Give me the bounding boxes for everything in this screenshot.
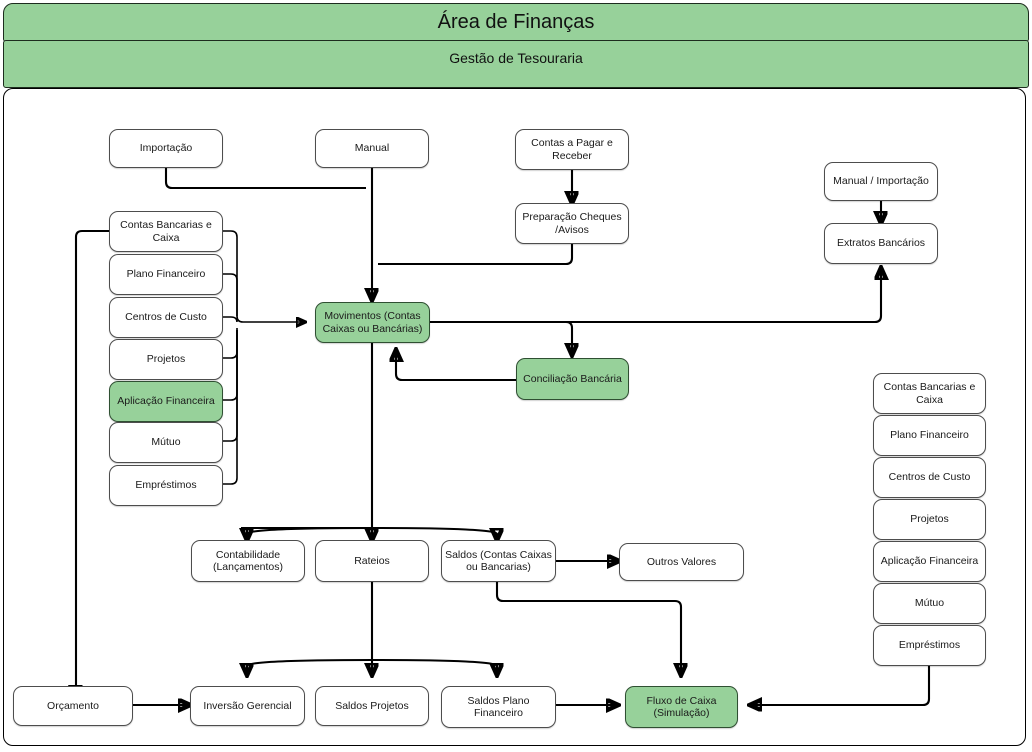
- node-orcamento[interactable]: Orçamento: [13, 686, 133, 726]
- right-item-5[interactable]: Mútuo: [873, 583, 986, 624]
- right-item-0[interactable]: Contas Bancarias e Caixa: [873, 373, 986, 414]
- left-item-1[interactable]: Plano Financeiro: [109, 254, 223, 295]
- left-item-5[interactable]: Mútuo: [109, 422, 223, 463]
- right-item-1[interactable]: Plano Financeiro: [873, 415, 986, 456]
- node-contabilidade-lancamentos[interactable]: Contabilidade (Lançamentos): [191, 540, 305, 582]
- right-item-6[interactable]: Empréstimos: [873, 625, 986, 666]
- page-title: Área de Finanças: [3, 3, 1029, 42]
- node-importacao[interactable]: Importação: [109, 129, 223, 168]
- left-item-2[interactable]: Centros de Custo: [109, 297, 223, 338]
- left-item-4[interactable]: Aplicação Financeira: [109, 381, 223, 422]
- right-item-2[interactable]: Centros de Custo: [873, 457, 986, 498]
- node-movimentos[interactable]: Movimentos (Contas Caixas ou Bancárias): [315, 302, 430, 343]
- node-saldos-projetos[interactable]: Saldos Projetos: [315, 686, 429, 726]
- node-manual[interactable]: Manual: [315, 129, 429, 168]
- node-saldos-contas[interactable]: Saldos (Contas Caixas ou Bancarias): [441, 540, 556, 582]
- page-subtitle: Gestão de Tesouraria: [3, 40, 1029, 88]
- left-item-0[interactable]: Contas Bancarias e Caixa: [109, 211, 223, 252]
- node-fluxo-de-caixa[interactable]: Fluxo de Caixa (Simulação): [625, 686, 738, 728]
- node-inversao-gerencial[interactable]: Inversão Gerencial: [190, 686, 305, 726]
- node-manual-importacao[interactable]: Manual / Importação: [824, 162, 938, 201]
- node-preparacao-cheques-avisos[interactable]: Preparação Cheques /Avisos: [515, 203, 629, 244]
- node-saldos-plano-financeiro[interactable]: Saldos Plano Financeiro: [441, 686, 556, 728]
- node-rateios[interactable]: Rateios: [315, 540, 429, 582]
- node-extratos-bancarios[interactable]: Extratos Bancários: [824, 223, 938, 264]
- node-conciliacao-bancaria[interactable]: Conciliação Bancária: [516, 358, 629, 400]
- left-item-3[interactable]: Projetos: [109, 339, 223, 380]
- node-contas-a-pagar-e-receber[interactable]: Contas a Pagar e Receber: [515, 129, 629, 170]
- right-item-4[interactable]: Aplicação Financeira: [873, 541, 986, 582]
- right-item-3[interactable]: Projetos: [873, 499, 986, 540]
- node-outros-valores[interactable]: Outros Valores: [619, 543, 744, 581]
- left-item-6[interactable]: Empréstimos: [109, 465, 223, 506]
